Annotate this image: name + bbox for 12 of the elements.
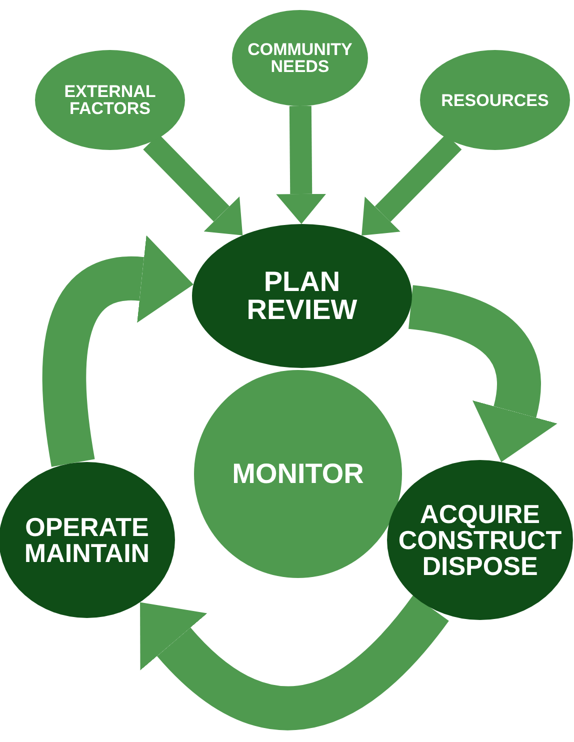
node-label: OPERATE MAINTAIN (23, 514, 151, 566)
arrow (362, 134, 462, 236)
arrow (408, 285, 558, 463)
node-label: EXTERNAL FACTORS (63, 83, 157, 117)
arrow (143, 134, 243, 236)
node-label: RESOURCES (441, 92, 549, 108)
node-label: MONITOR (232, 460, 364, 488)
node-label: ACQUIRE CONSTRUCT DISPOSE (397, 501, 563, 579)
arrow (276, 106, 326, 224)
node-label: PLAN REVIEW (246, 268, 358, 324)
arrow (138, 594, 448, 730)
node-label: COMMUNITY NEEDS (246, 41, 354, 75)
